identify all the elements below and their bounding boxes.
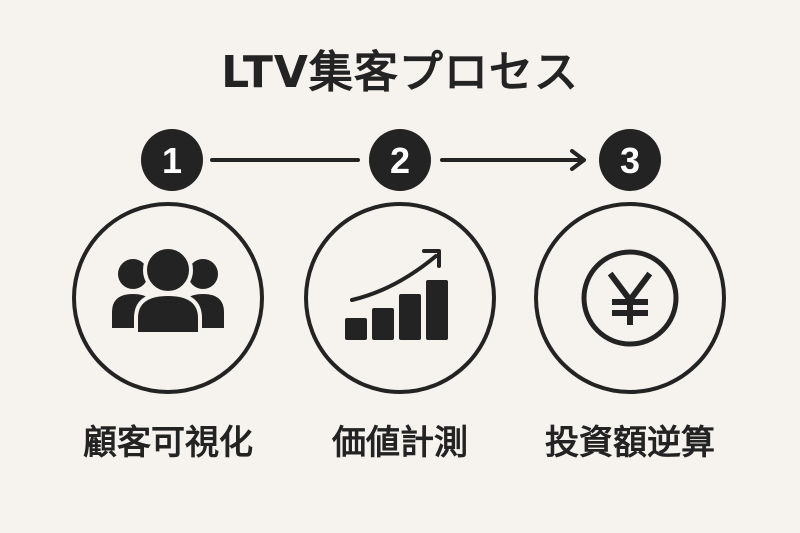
step-circle-1 xyxy=(72,202,264,394)
step-number-2: 2 xyxy=(390,140,410,181)
people-group-icon xyxy=(112,245,224,336)
step-number-1: 1 xyxy=(162,140,182,181)
arrow-head-icon xyxy=(570,149,586,171)
step-badge-1: 1 xyxy=(141,129,203,191)
step-circle-3 xyxy=(534,202,726,394)
step-label-2: 価値計測 xyxy=(332,423,468,463)
growth-chart-icon xyxy=(345,249,448,340)
step-number-3: 3 xyxy=(620,140,640,181)
step-circle-2 xyxy=(304,202,496,394)
step-badge-3: 3 xyxy=(599,129,661,191)
step-label-1: 顧客可視化 xyxy=(83,423,253,463)
page-title: LTV集客プロセス xyxy=(221,47,579,98)
yen-coin-icon xyxy=(581,249,679,347)
step-badge-2: 2 xyxy=(369,129,431,191)
step-label-3: 投資額逆算 xyxy=(545,423,715,463)
